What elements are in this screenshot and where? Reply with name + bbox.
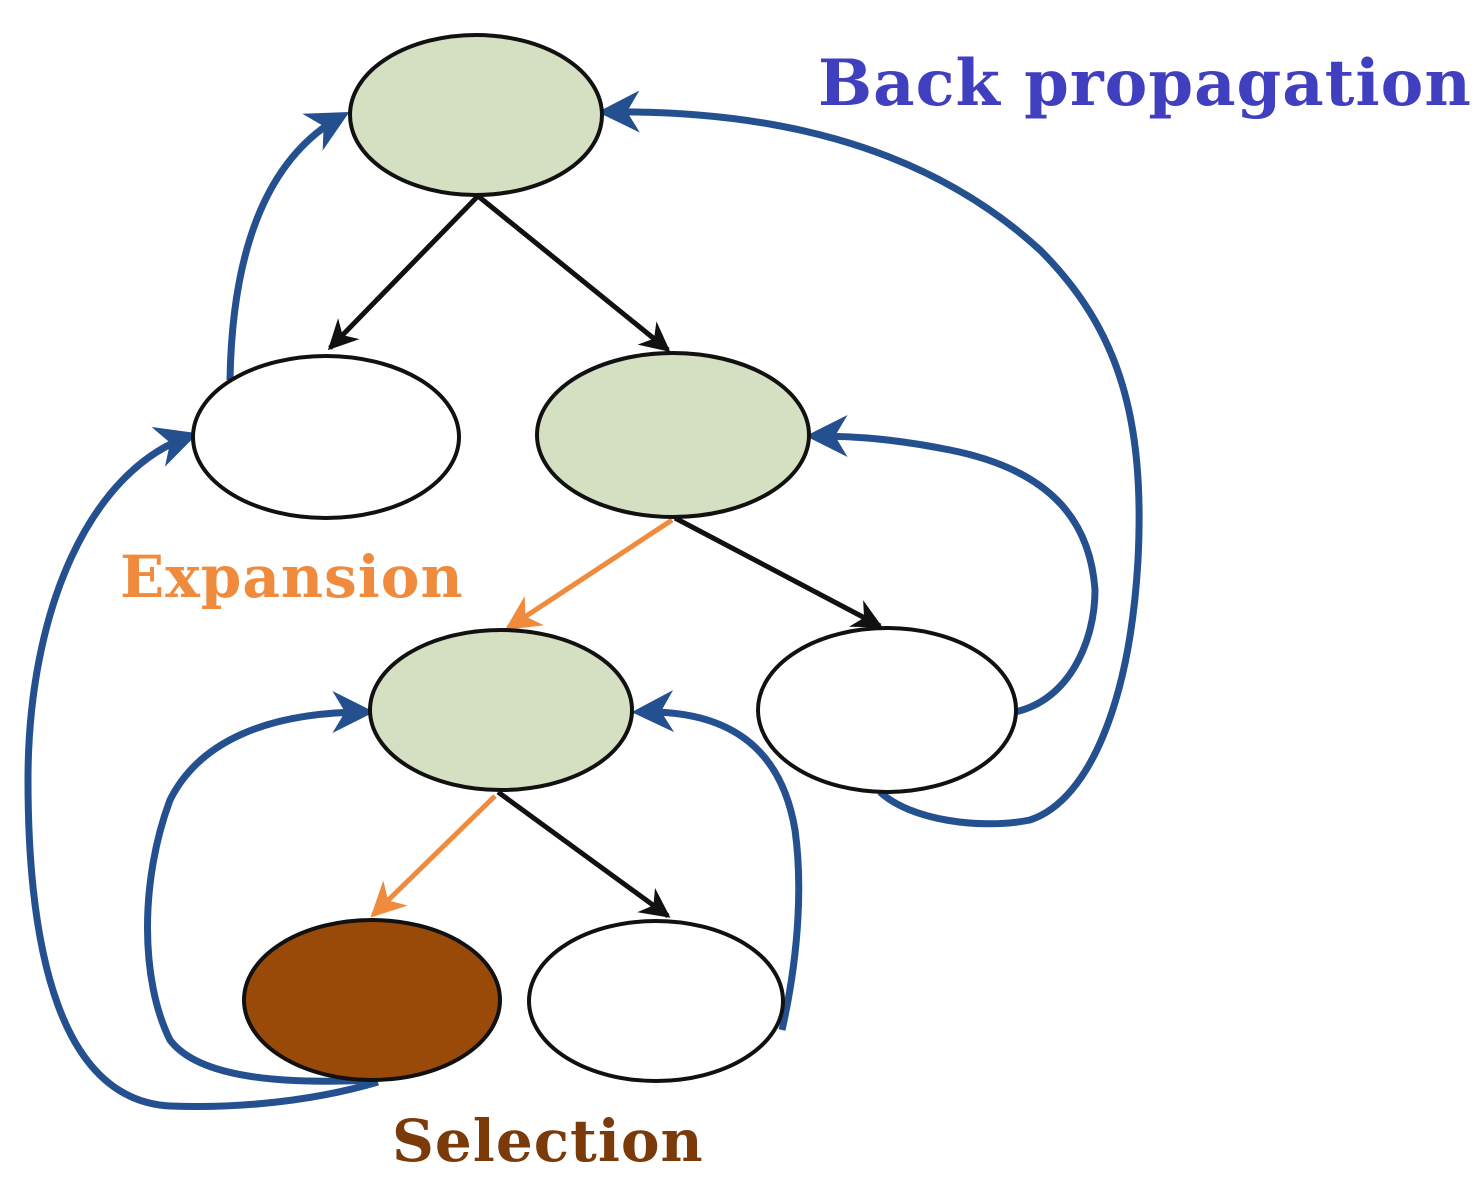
expansion-label: Expansion [120,543,464,611]
edge-right-to-level2-right [673,515,883,629]
node-level1-right [535,351,811,519]
node-level3-right [527,919,785,1083]
backprop-selected-to-left [24,426,379,1110]
backprop-level3-right-to-level2-left [631,690,803,1031]
backprop-selected-to-level2-left [144,691,375,1085]
edge-root-to-right [476,194,671,352]
edge-root-to-left [327,194,480,351]
node-level2-left [368,628,634,792]
backprop-left-to-root [226,111,350,381]
node-level3-left-selected [242,918,502,1082]
node-level2-right [756,626,1018,794]
expansion-edge-2 [370,794,497,918]
selection-label: Selection [392,1107,704,1175]
node-root [348,33,604,197]
edge-level2-left-to-level3-right [496,789,671,919]
back-propagation-label: Back propagation [818,46,1472,121]
backprop-level2-right-to-level1-right [805,415,1099,716]
expansion-edge-1 [505,517,674,631]
node-level1-left [191,354,461,520]
backprop-level2-right-to-root [597,90,1143,828]
